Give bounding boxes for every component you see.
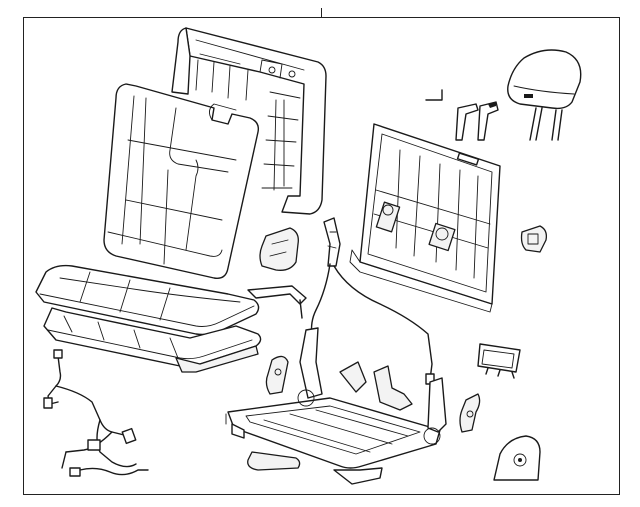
seat-adjuster-frame — [225, 327, 447, 485]
latch-assembly — [459, 393, 481, 433]
hinge-cover — [493, 435, 541, 481]
latch-cable — [307, 263, 435, 385]
seatback-frame — [349, 123, 501, 313]
recliner-cover — [265, 355, 289, 395]
seat-cushion-cover — [43, 307, 262, 373]
switch — [520, 225, 548, 253]
wiring-harness — [43, 349, 149, 477]
seatback-cushion-cover — [103, 83, 260, 279]
seatback-frame-rear — [171, 27, 327, 215]
control-module — [477, 343, 521, 379]
top-callout-tick — [321, 8, 322, 18]
headrest-guides — [425, 89, 499, 141]
trim-cover-small — [247, 451, 301, 471]
side-bracket — [247, 227, 307, 319]
headrest — [507, 49, 582, 141]
release-handle — [323, 217, 341, 267]
